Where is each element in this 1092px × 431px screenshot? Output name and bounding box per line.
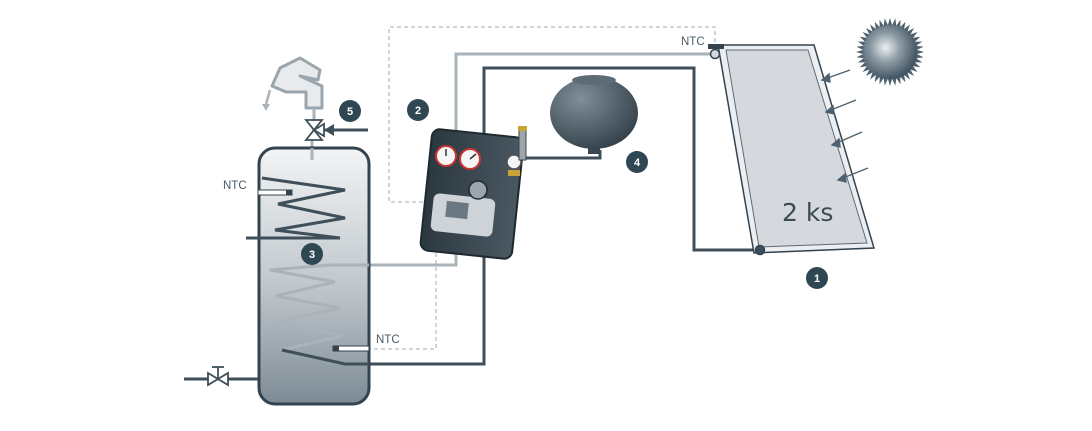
- marker-2: 2: [407, 99, 429, 121]
- tank-sensor-line: [370, 246, 437, 350]
- mixing-valve-icon: [304, 119, 325, 141]
- valve-inlet-arrow: [324, 124, 334, 136]
- collector-panel: [725, 49, 868, 248]
- marker-1-label: 1: [814, 273, 820, 285]
- sun-icon: [856, 18, 924, 86]
- collector-outlet-port: [709, 48, 721, 60]
- ntc-label-collector: NTC: [681, 36, 705, 48]
- inlet-valve: [207, 366, 229, 387]
- marker-1: 1: [806, 267, 828, 289]
- ntc-sensor-lower-tip: [333, 346, 339, 351]
- collector-sensor-line: [388, 26, 716, 203]
- tank-body: [257, 146, 371, 406]
- storage-tank: [207, 146, 371, 406]
- collector-inlet-port: [754, 244, 766, 256]
- expansion-vessel: [550, 75, 638, 154]
- water-drop-icon: [262, 104, 270, 111]
- hot-flow-pipe: [482, 66, 758, 252]
- ntc-sensor-collector: [708, 44, 724, 49]
- water-stream: [264, 89, 272, 105]
- ntc-label-tank-upper: NTC: [223, 180, 247, 192]
- ntc-label-tank-lower: NTC: [376, 334, 400, 346]
- marker-4-label: 4: [634, 157, 641, 169]
- marker-3: 3: [301, 243, 323, 265]
- sensor-lines: [370, 26, 716, 350]
- pump-station: [419, 126, 527, 260]
- marker-5-label: 5: [347, 106, 353, 118]
- tap-assembly: [262, 56, 368, 141]
- faucet-icon: [270, 56, 324, 110]
- vessel-body: [550, 77, 638, 149]
- pump-motor: [468, 180, 488, 200]
- marker-2-label: 2: [415, 105, 421, 117]
- solar-collector: 2 ks: [708, 44, 875, 256]
- upper-coil-front: [246, 176, 346, 240]
- marker-3-label: 3: [309, 249, 315, 261]
- collector-count-label: 2 ks: [782, 198, 833, 227]
- marker-5: 5: [339, 100, 361, 122]
- tank-return-front: [281, 348, 369, 366]
- ntc-sensor-upper-tip: [286, 190, 292, 195]
- lower-coil-front: [269, 263, 369, 352]
- pressure-gauge: [506, 154, 522, 170]
- marker-4: 4: [626, 151, 648, 173]
- cold-return-pipe: [454, 52, 713, 134]
- sun-rays-arrows: [820, 69, 869, 183]
